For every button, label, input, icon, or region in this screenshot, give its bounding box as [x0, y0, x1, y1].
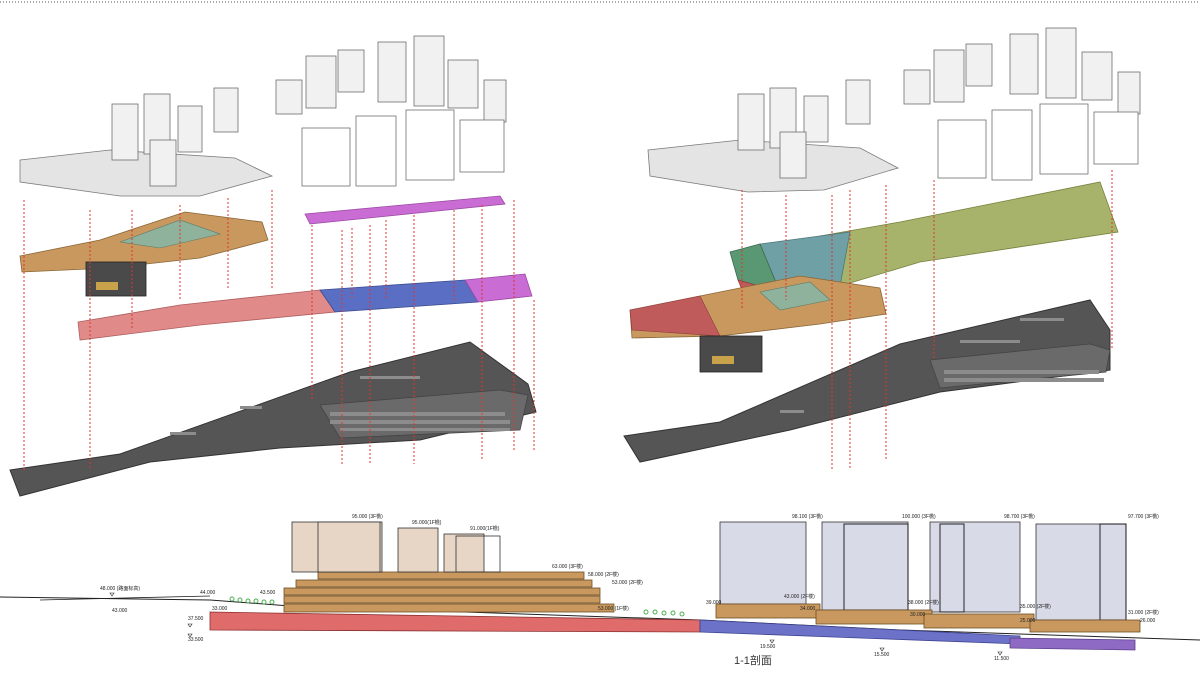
section-caption: 1-1剖面: [734, 653, 772, 667]
left-podium-core-block: [85, 261, 147, 297]
right-podium-green-court: [759, 281, 831, 311]
elev-left-ground-7: 33.000: [212, 606, 228, 612]
elev-right-podium-8: 31.000 (2F楼): [1128, 609, 1159, 616]
elev-left-ground-3: 44.000: [200, 590, 216, 596]
elev-right-podium-1: 43.000 (2F楼): [784, 593, 815, 600]
elev-left-podium-3: 53.000 (2F楼): [612, 579, 643, 586]
elev-left-ground-2: 43.000: [112, 608, 128, 614]
elev-left-tower-1: 95.000 (3F檐): [352, 513, 383, 520]
elev-left-tower-2: 95.000(1F檐): [412, 519, 442, 526]
left-podium-green-court: [119, 219, 222, 249]
elev-left-ground-6: 33.500: [188, 637, 204, 643]
elev-right-podium-9: 26.000: [1140, 618, 1156, 624]
elev-left-tower-3: 91.000(1F檐): [470, 525, 500, 532]
elev-right-podium-2: 39.000: [706, 600, 722, 606]
right-exploded-axonometric: [623, 27, 1141, 470]
section-red-basement: [209, 611, 701, 633]
elev-right-podium-3: 34.000: [800, 606, 816, 612]
elev-left-ground-1: 48.000 (路面标高): [100, 585, 140, 592]
elev-right-podium-7: 25.000: [1020, 618, 1036, 624]
left-base-terrain: [9, 341, 537, 497]
elev-left-podium-2: 58.000 (2F楼): [588, 571, 619, 578]
right-slab-olive: [819, 181, 1119, 287]
left-podium-core-inner: [96, 282, 118, 290]
section-left-towers: [291, 521, 501, 573]
left-guide-lines: [23, 190, 535, 470]
section-elevation-markers: [109, 592, 1003, 656]
right-base-ribs: [780, 318, 1104, 413]
elev-right-podium-5: 30.000: [910, 612, 926, 618]
elev-right-ground-2: 15.500: [874, 652, 890, 658]
elev-right-podium-6: 35.000 (2F楼): [1020, 603, 1051, 610]
left-slab-pink: [77, 289, 336, 341]
right-base-platform: [929, 343, 1111, 389]
elev-left-ground-4: 43.500: [260, 590, 276, 596]
left-exploded-axonometric: [9, 35, 537, 497]
right-white-towers-left: [737, 79, 871, 179]
section-right-towers: [719, 521, 1127, 621]
left-base-ribs: [170, 376, 510, 435]
left-white-base-left: [19, 149, 274, 197]
section-purple-basement: [1009, 637, 1136, 651]
elev-right-tower-2: 100.000 (3F檐): [902, 513, 936, 520]
right-white-blocks-right: [937, 103, 1139, 181]
elev-left-podium-1: 63.000 (3F楼): [552, 563, 583, 570]
section-road-line: [39, 595, 211, 601]
right-podium-core-block: [699, 335, 763, 373]
left-white-blocks-right: [301, 109, 505, 187]
right-guide-lines: [741, 170, 1113, 470]
left-white-towers-left: [111, 87, 239, 187]
left-white-towers-right: [275, 35, 507, 123]
left-roof-strip-magenta: [304, 195, 506, 225]
section-left-podium: [283, 571, 615, 613]
elev-right-tower-4: 97.700 (3F檐): [1128, 513, 1159, 520]
elev-right-tower-1: 98.100 (3F檐): [792, 513, 823, 520]
elev-right-tower-3: 98.700 (3F檐): [1004, 513, 1035, 520]
section-shrubs: [229, 596, 685, 617]
elev-left-ground-5: 37.500: [188, 616, 204, 622]
elev-right-podium-4: 38.000 (2F楼): [908, 599, 939, 606]
right-podium-core-inner: [712, 356, 734, 364]
section-right-podium: [715, 603, 1141, 633]
right-white-towers-right: [903, 27, 1141, 115]
section-ground-line: [0, 596, 1200, 641]
elev-right-ground-1: 19.500: [760, 644, 776, 650]
elev-left-podium-4: 53.000 (1F楼): [598, 605, 629, 612]
section-1-1: 95.000 (3F檐) 95.000(1F檐) 91.000(1F檐) 63.…: [0, 513, 1200, 667]
elev-right-ground-3: 11.500: [994, 656, 1009, 662]
